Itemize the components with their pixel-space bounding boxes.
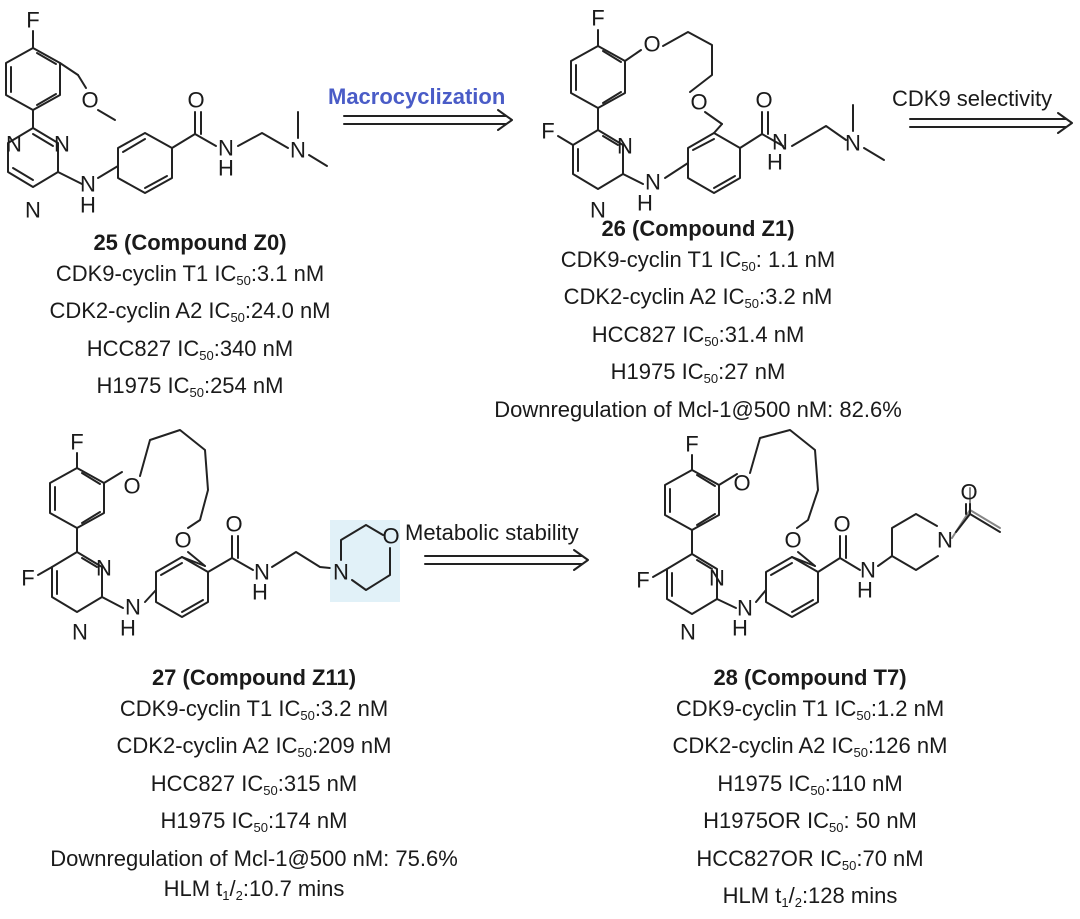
cdk9-ic50: CDK9-cyclin T1 IC50:1.2 nM	[675, 695, 945, 723]
atom-n: N	[333, 560, 349, 585]
atom-o: O	[174, 528, 191, 553]
h1975-ic50: H1975 IC50:110 nM	[717, 770, 903, 798]
atom-f: F	[591, 6, 604, 31]
cdk9-ic50: CDK9-cyclin T1 IC50:3.2 nM	[119, 695, 389, 723]
h1975or-ic50: H1975OR IC50: 50 nM	[703, 808, 917, 835]
atom-n: N	[80, 172, 96, 197]
hlm-half-life: HLM t1/2:10.7 mins	[163, 876, 345, 903]
cdk9-ic50: CDK9-cyclin T1 IC50:3.1 nM	[55, 260, 325, 288]
atom-n: N	[25, 198, 41, 223]
structure-compound-26: F O O F N N N H O N H N	[541, 6, 885, 223]
arrow-metabolic-stability	[424, 549, 589, 571]
cdk2-ic50: CDK2-cyclin A2 IC50:209 nM	[116, 733, 392, 760]
atom-o: O	[81, 88, 98, 113]
atom-o: O	[833, 512, 850, 537]
atom-f: F	[70, 430, 83, 455]
atom-f: F	[685, 432, 698, 457]
atom-o: O	[690, 90, 707, 115]
structure-compound-28: F O O F N N N H O N H	[636, 429, 1001, 645]
atom-o: O	[187, 88, 204, 113]
compound-name: 27 (Compound Z11)	[151, 665, 357, 690]
atom-n: N	[772, 130, 788, 155]
hcc827or-ic50: HCC827OR IC50:70 nM	[696, 845, 924, 873]
atom-n: N	[645, 170, 661, 195]
atom-n: N	[937, 528, 953, 553]
compound-27-info: 27 (Compound Z11) CDK9-cyclin T1 IC50:3.…	[4, 663, 504, 912]
atom-h: H	[80, 193, 96, 218]
atom-n: N	[54, 132, 70, 157]
atom-o: O	[643, 32, 660, 57]
atom-o: O	[382, 524, 399, 549]
structure-compound-25: F O N N N N H O N H N	[5, 8, 328, 223]
h1975-ic50: H1975 IC50:174 nM	[160, 808, 348, 835]
atom-h: H	[732, 616, 748, 641]
compound-26-info: 26 (Compound Z1) CDK9-cyclin T1 IC50: 1.…	[448, 214, 948, 425]
cdk9-ic50: CDK9-cyclin T1 IC50: 1.1 nM	[560, 246, 836, 274]
atom-f: F	[21, 566, 34, 591]
arrow-label-cdk9-selectivity: CDK9 selectivity	[892, 86, 1053, 111]
mcl1-downregulation: Downregulation of Mcl-1@500 nM: 82.6%	[494, 396, 902, 422]
h1975-ic50: H1975 IC50:27 nM	[610, 359, 786, 386]
atom-h: H	[252, 580, 268, 605]
atom-n: N	[737, 596, 753, 621]
arrow-cdk9-selectivity	[909, 112, 1073, 134]
atom-o: O	[755, 88, 772, 113]
atom-n: N	[709, 566, 725, 591]
arrow-macrocyclization	[343, 109, 513, 131]
atom-n: N	[254, 560, 270, 585]
atom-n: N	[72, 620, 88, 645]
arrow-label-macrocyclization: Macrocyclization	[328, 84, 506, 109]
atom-h: H	[767, 150, 783, 175]
cdk2-ic50: CDK2-cyclin A2 IC50:3.2 nM	[563, 284, 833, 311]
hcc827-ic50: HCC827 IC50:340 nM	[86, 335, 294, 363]
compound-name: 25 (Compound Z0)	[93, 230, 287, 255]
atom-o: O	[733, 471, 750, 496]
cdk2-ic50: CDK2-cyclin A2 IC50:126 nM	[672, 733, 948, 760]
atom-h: H	[218, 156, 234, 181]
atom-h: H	[857, 578, 873, 603]
atom-f: F	[26, 8, 39, 33]
atom-o: O	[123, 474, 140, 499]
hcc827-ic50: HCC827 IC50:315 nM	[150, 770, 358, 798]
h1975-ic50: H1975 IC50:254 nM	[96, 373, 284, 400]
atom-n: N	[860, 558, 876, 583]
atom-h: H	[120, 616, 136, 641]
atom-o: O	[784, 528, 801, 553]
atom-f: F	[541, 119, 554, 144]
atom-f: F	[636, 568, 649, 593]
atom-n: N	[218, 136, 234, 161]
compound-28-info: 28 (Compound T7) CDK9-cyclin T1 IC50:1.2…	[640, 663, 980, 919]
structure-compound-27: F O O F N N N H O N H N	[21, 429, 400, 645]
cdk2-ic50: CDK2-cyclin A2 IC50:24.0 nM	[49, 298, 331, 325]
reaction-scheme: F O N N N N H O N H N	[5, 6, 1073, 645]
atom-n: N	[845, 131, 861, 156]
hlm-half-life: HLM t1/2:128 mins	[722, 883, 898, 910]
atom-n: N	[617, 134, 633, 159]
arrow-label-metabolic-stability: Metabolic stability	[405, 520, 579, 545]
atom-n: N	[125, 595, 141, 620]
compound-name: 28 (Compound T7)	[713, 665, 907, 690]
atom-n: N	[590, 198, 606, 223]
atom-n: N	[6, 132, 22, 157]
atom-n: N	[96, 556, 112, 581]
hcc827-ic50: HCC827 IC50:31.4 nM	[591, 321, 805, 349]
atom-n: N	[290, 138, 306, 163]
atom-h: H	[637, 191, 653, 216]
mcl1-downregulation: Downregulation of Mcl-1@500 nM: 75.6%	[50, 845, 458, 871]
atom-o: O	[960, 480, 977, 505]
compound-name: 26 (Compound Z1)	[601, 216, 795, 241]
compound-25-info: 25 (Compound Z0) CDK9-cyclin T1 IC50:3.1…	[30, 228, 350, 409]
atom-o: O	[225, 512, 242, 537]
atom-n: N	[680, 620, 696, 645]
